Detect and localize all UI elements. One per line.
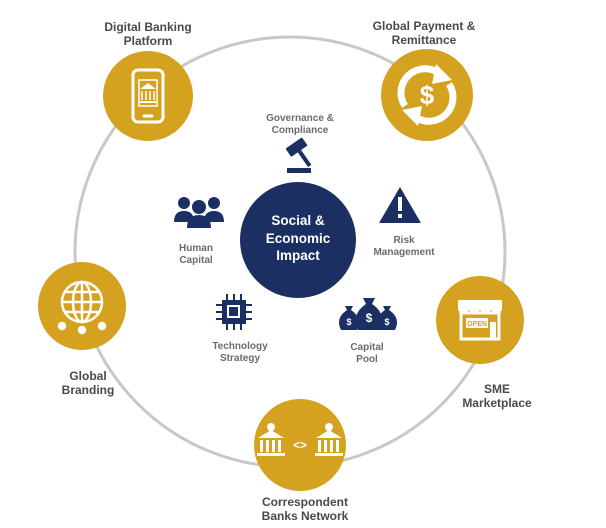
label-line: Branding: [61, 383, 115, 398]
label-line: SME: [483, 382, 510, 396]
node-global-branding: [38, 262, 126, 350]
smartphone-bank-icon: [131, 68, 165, 124]
globe-network-icon: [57, 280, 107, 335]
label-line: Global: [69, 369, 107, 383]
label-line: Banks Network: [261, 509, 349, 524]
center-line-1: Social &: [271, 213, 325, 228]
label-line: Pool: [356, 354, 378, 365]
label-line: Capital: [179, 255, 213, 266]
svg-text:<>: <>: [293, 438, 307, 452]
node-digital-banking: [103, 51, 193, 141]
label-technology-strategy: Technology Strategy: [212, 341, 267, 365]
warning-icon: [379, 187, 421, 223]
label-global-branding: Global Branding: [62, 369, 115, 398]
label-sme-marketplace: SME Marketplace: [462, 382, 531, 411]
svg-text:$: $: [346, 317, 351, 327]
label-line: Human: [179, 243, 213, 254]
label-capital-pool: Capital Pool: [350, 342, 383, 366]
banks-transfer-icon: <>: [257, 423, 343, 456]
label-governance: Governance & Compliance: [266, 113, 334, 137]
svg-text:$: $: [384, 317, 389, 327]
label-digital-banking: Digital Banking Platform: [104, 20, 191, 49]
label-line: Risk: [393, 235, 415, 246]
people-icon: [174, 197, 224, 228]
label-human-capital: Human Capital: [179, 243, 213, 267]
label-line: Remittance: [391, 33, 457, 48]
center-circle: [240, 182, 356, 298]
label-risk-management: Risk Management: [373, 235, 434, 259]
node-correspondent-banks: <>: [254, 399, 346, 491]
label-line: Correspondent: [261, 495, 349, 509]
label-line: Digital Banking: [104, 20, 192, 34]
chip-icon: [216, 294, 252, 330]
gavel-icon: [285, 137, 312, 173]
label-line: Marketplace: [462, 396, 532, 411]
svg-text:OPEN: OPEN: [467, 321, 487, 328]
label-global-payment: Global Payment & Remittance: [373, 19, 476, 48]
shop-open-icon: OPEN: [458, 300, 502, 341]
center-line-2: Economic: [265, 230, 331, 246]
label-line: Governance &: [266, 113, 334, 124]
svg-text:$: $: [366, 311, 373, 325]
label-line: Global Payment &: [372, 19, 476, 33]
label-correspondent-banks: Correspondent Banks Network: [262, 495, 349, 524]
center-title: Social & Economic Impact: [243, 212, 353, 265]
label-line: Platform: [123, 34, 173, 49]
node-sme-marketplace: OPEN: [436, 276, 524, 364]
label-line: Capital: [350, 342, 384, 353]
currency-exchange-icon: $: [397, 64, 457, 126]
money-bags-icon: $ $ $: [339, 298, 397, 330]
label-line: Technology: [212, 341, 268, 352]
svg-text:$: $: [420, 80, 435, 110]
center-line-3: Impact: [276, 248, 320, 264]
label-line: Strategy: [219, 353, 260, 364]
label-line: Management: [373, 247, 435, 258]
node-global-payment: $: [381, 49, 473, 141]
label-line: Compliance: [271, 125, 329, 136]
